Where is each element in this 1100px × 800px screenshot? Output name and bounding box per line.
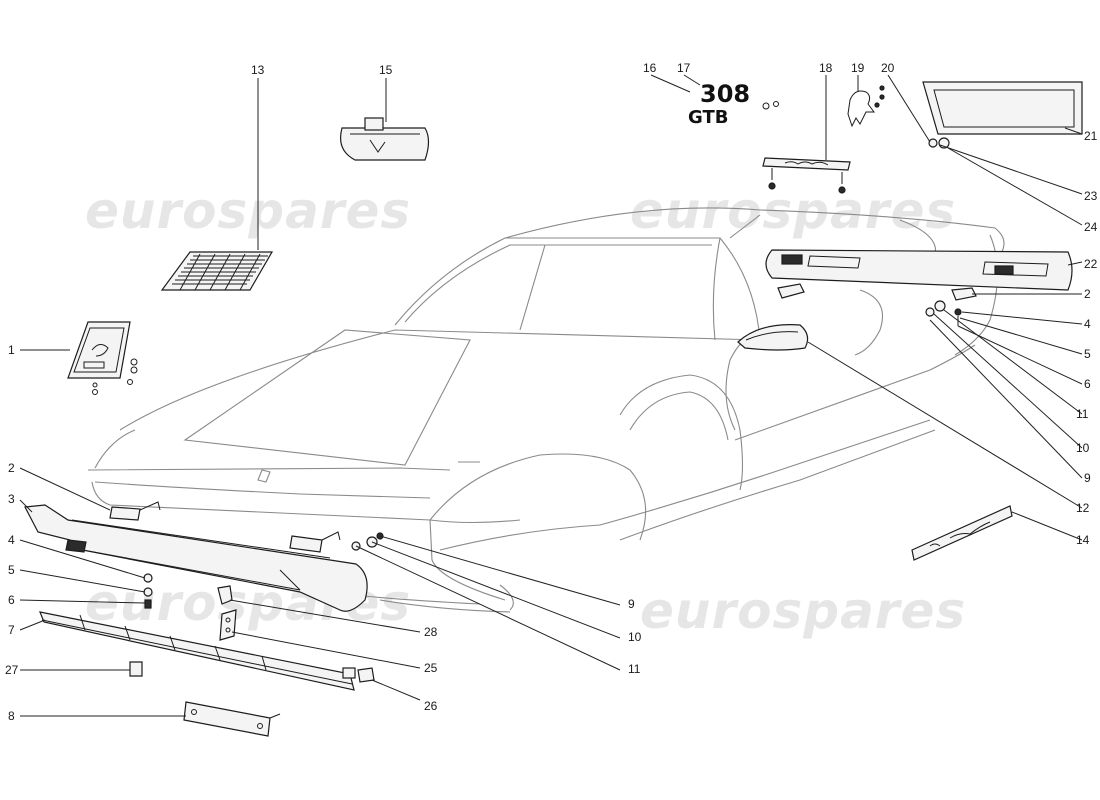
rear-view-mirror (339, 117, 430, 161)
callout-label: 16 (643, 61, 657, 75)
callout-label: 14 (1076, 533, 1090, 547)
watermark: eurospares (85, 182, 411, 240)
license-plate-bracket (183, 701, 281, 737)
front-bumper (24, 504, 368, 612)
callout-label: 26 (424, 699, 438, 713)
callout-label: 22 (1084, 257, 1098, 271)
callout-label: 25 (424, 661, 438, 675)
callout-label: 2 (1084, 287, 1091, 301)
front-fasteners (143, 532, 384, 609)
callout-label: 12 (1076, 501, 1090, 515)
rear-script-plate (762, 157, 851, 194)
callout-label: 19 (851, 61, 865, 75)
callout-label: 6 (1084, 377, 1091, 391)
callout-label: 15 (379, 63, 393, 77)
callout-label: 9 (1084, 471, 1091, 485)
prancing-horse-emblem (847, 85, 885, 128)
front-bumper-bracket (109, 501, 341, 553)
callout-label: 18 (819, 61, 833, 75)
callout-label: 27 (5, 663, 19, 677)
callout-label: 11 (1076, 407, 1089, 421)
grille-clips (129, 661, 375, 683)
callout-label: 4 (1084, 317, 1091, 331)
front-badge-plate (67, 321, 138, 395)
callout-label: 20 (881, 61, 895, 75)
rear-bumper (765, 249, 1073, 291)
callout-label: 3 (8, 492, 15, 506)
side-script-plate (911, 505, 1013, 561)
lower-grille-bar (39, 611, 356, 691)
side-mirror (737, 324, 809, 351)
rear-side-fasteners (925, 300, 962, 326)
callout-label: 7 (8, 623, 15, 637)
callout-label: 10 (1076, 441, 1090, 455)
callout-label: 10 (628, 630, 642, 644)
callout-label: 24 (1084, 220, 1098, 234)
callout-label: 23 (1084, 189, 1098, 203)
badge-number: 308 (700, 80, 750, 108)
callout-labels: 1 2 3 4 5 6 7 27 8 28 25 26 9 10 11 13 1… (5, 61, 1098, 723)
callout-label: 21 (1084, 129, 1098, 143)
car-body-outline (87, 207, 1005, 613)
callout-label: 1 (8, 343, 15, 357)
callout-label: 6 (8, 593, 15, 607)
callout-label: 4 (8, 533, 15, 547)
watermark: eurospares (640, 582, 966, 640)
callout-label: 11 (628, 662, 641, 676)
rear-bracket (777, 283, 977, 301)
leader-lines (19, 74, 1083, 717)
callout-label: 17 (677, 61, 691, 75)
callout-label: 8 (8, 709, 15, 723)
callout-label: 5 (8, 563, 15, 577)
callout-label: 13 (251, 63, 265, 77)
badge-letters: GTB (688, 107, 728, 128)
callout-label: 5 (1084, 347, 1091, 361)
callout-label: 28 (424, 625, 438, 639)
callout-label: 9 (628, 597, 635, 611)
rear-fasteners (928, 137, 950, 149)
rear-panel-frame (922, 81, 1083, 135)
model-badge: 308 GTB (688, 80, 779, 128)
callout-label: 2 (8, 461, 15, 475)
grille-vent (160, 251, 274, 291)
